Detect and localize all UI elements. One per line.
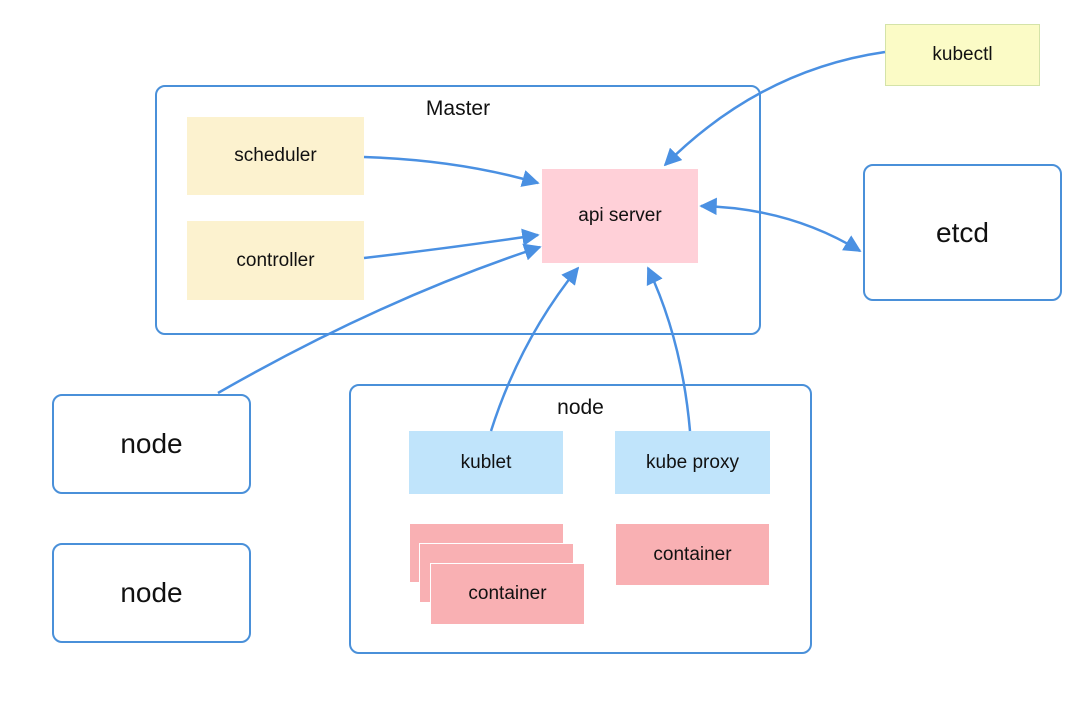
container-box: container	[615, 523, 770, 586]
kublet-label: kublet	[460, 451, 512, 473]
container-stack-front: container	[430, 563, 585, 625]
api-server-box: api server	[542, 169, 698, 263]
master-label: Master	[425, 97, 491, 120]
kubectl-label: kubectl	[932, 44, 993, 65]
node-label-1: node	[120, 428, 183, 459]
kublet-box: kublet	[409, 431, 563, 494]
controller-label: controller	[236, 249, 315, 271]
scheduler-label: scheduler	[234, 145, 317, 166]
node-label-2: node	[120, 577, 183, 608]
kube-proxy-box: kube proxy	[615, 431, 770, 494]
worker-node-label: node	[557, 396, 604, 419]
etcd-label: etcd	[936, 216, 989, 248]
container-stack-label: container	[468, 583, 547, 604]
scheduler-box: scheduler	[187, 117, 364, 195]
container-label: container	[653, 543, 732, 565]
api-server-label: api server	[578, 205, 662, 226]
controller-box: controller	[187, 221, 364, 300]
kube-proxy-label: kube proxy	[646, 451, 739, 473]
etcd-box: etcd	[863, 164, 1062, 301]
node-box-1: node	[52, 394, 251, 494]
node-box-2: node	[52, 543, 251, 643]
kubectl-box: kubectl	[885, 24, 1040, 86]
